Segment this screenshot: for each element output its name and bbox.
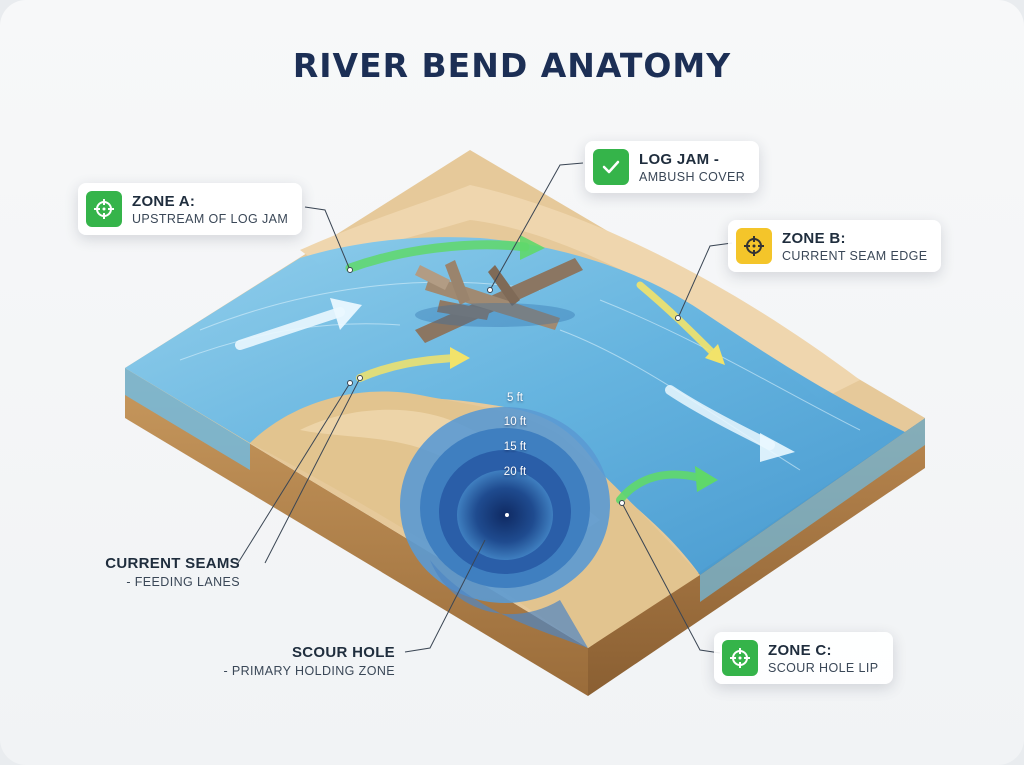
depth-label: 10 ft — [503, 416, 527, 428]
label-title: CURRENT SEAMS — [105, 555, 240, 572]
callout-zone-c: ZONE C: SCOUR HOLE LIP — [714, 632, 893, 684]
callout-subtitle: CURRENT SEAM EDGE — [782, 248, 928, 263]
callout-subtitle: SCOUR HOLE LIP — [768, 660, 879, 675]
depth-label: 5 ft — [507, 392, 523, 404]
callout-title: ZONE B: — [782, 229, 846, 247]
water-side-left — [125, 368, 250, 470]
flow-arrow-yellow-seam — [356, 354, 459, 382]
checkmark-icon — [593, 149, 629, 185]
crosshair-icon — [722, 640, 758, 676]
crosshair-icon — [86, 191, 122, 227]
callout-title: ZONE C: — [768, 641, 832, 659]
label-scour-hole: SCOUR HOLE - PRIMARY HOLDING ZONE — [195, 644, 395, 678]
callout-title: LOG JAM - — [639, 150, 720, 168]
callout-subtitle: AMBUSH COVER — [639, 169, 746, 184]
crosshair-icon — [736, 228, 772, 264]
page-title: RIVER BEND ANATOMY — [292, 46, 732, 85]
flow-arrow-green-upper — [345, 240, 530, 273]
label-subtitle: - FEEDING LANES — [126, 575, 240, 589]
label-current-seams: CURRENT SEAMS - FEEDING LANES — [70, 555, 240, 589]
callout-subtitle: UPSTREAM OF LOG JAM — [132, 211, 289, 226]
log-jam-icon — [415, 258, 583, 343]
callout-log-jam: LOG JAM - AMBUSH COVER — [585, 141, 760, 193]
depth-label: 20 ft — [503, 466, 527, 478]
flow-arrow-green-lip — [616, 470, 704, 504]
label-title: SCOUR HOLE — [291, 644, 395, 661]
depth-label: 15 ft — [503, 441, 527, 453]
water-side-right — [700, 418, 925, 602]
callout-zone-a: ZONE A: UPSTREAM OF LOG JAM — [78, 183, 303, 235]
label-subtitle: - PRIMARY HOLDING ZONE — [223, 664, 395, 678]
flow-arrow-white-left — [235, 307, 345, 350]
flow-arrow-yellow-right — [636, 281, 719, 359]
callout-title: ZONE A: — [132, 192, 196, 210]
callout-zone-b: ZONE B: CURRENT SEAM EDGE — [728, 220, 942, 272]
